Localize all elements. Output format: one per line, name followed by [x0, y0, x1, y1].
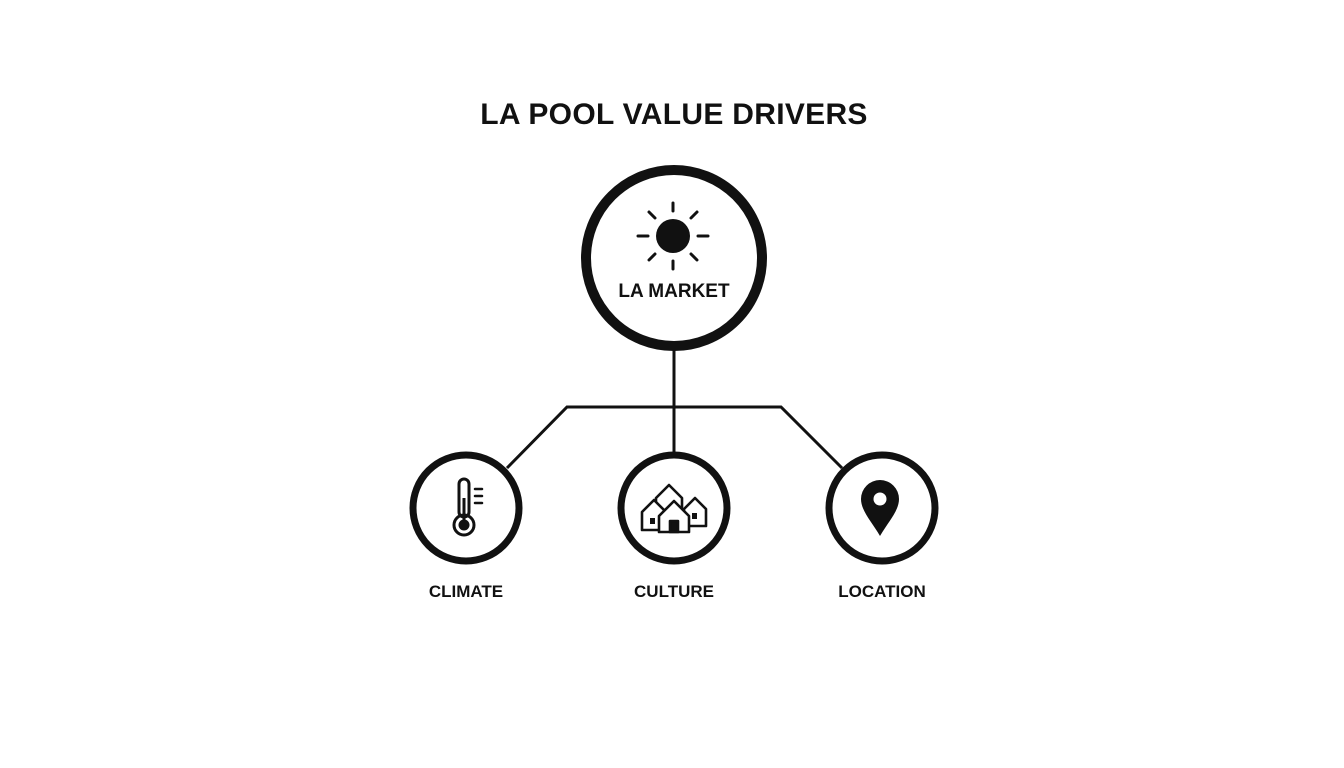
culture-node-label: CULTURE [634, 582, 714, 601]
root-node: LA MARKET [581, 165, 767, 351]
location-node: LOCATION [825, 451, 939, 601]
climate-node: CLIMATE [409, 451, 523, 601]
culture-node: CULTURE [617, 451, 731, 601]
climate-node-ring [409, 451, 523, 565]
connector-lines [505, 348, 844, 470]
root-node-label: LA MARKET [618, 281, 730, 302]
connector-bus [505, 405, 844, 470]
map-pin-icon [861, 480, 899, 536]
climate-node-label: CLIMATE [429, 582, 503, 601]
sun-icon [636, 201, 710, 271]
diagram-title: LA POOL VALUE DRIVERS [480, 98, 868, 131]
houses-icon [640, 483, 708, 534]
thermometer-icon [452, 477, 484, 537]
root-node-ring [581, 165, 767, 351]
location-node-label: LOCATION [838, 582, 926, 601]
